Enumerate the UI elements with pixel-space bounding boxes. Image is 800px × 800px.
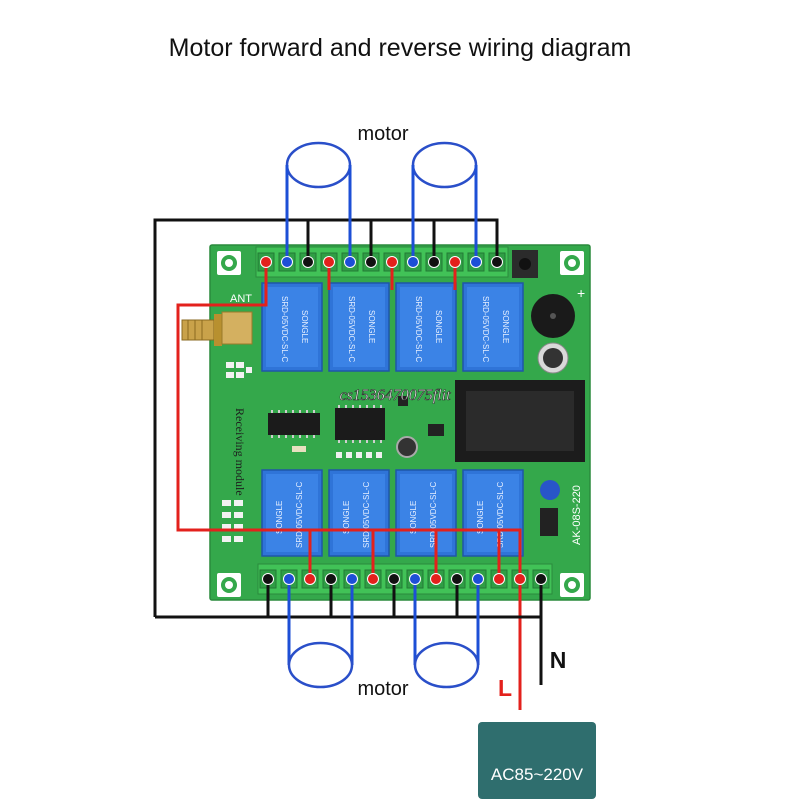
mounting-hole-top-left: [217, 251, 241, 275]
antenna-connector: [181, 311, 253, 346]
terminal-bottom-12-red: [493, 573, 505, 585]
power-supply-label: AC85~220V: [491, 765, 584, 784]
mounting-hole-bottom-right: [560, 573, 584, 597]
svg-text:SRD-05VDC-SL-C: SRD-05VDC-SL-C: [429, 482, 438, 548]
motor-top-2: [411, 141, 478, 189]
motor-label-top: motor: [357, 123, 408, 145]
terminal-dots: [260, 256, 547, 585]
ic-chip-2: [335, 405, 385, 443]
relay-top-1: SRD-05VDC-SL-C SONGLE: [261, 282, 323, 372]
transformer: [455, 380, 585, 462]
terminal-top-4-red: [323, 256, 335, 268]
svg-text:SRD-05VDC-SL-C: SRD-05VDC-SL-C: [496, 482, 505, 548]
terminal-top-5-blue: [344, 256, 356, 268]
live-label: L: [498, 675, 512, 701]
svg-text:SONGLE: SONGLE: [275, 501, 284, 534]
svg-text:SRD-05VDC-SL-C: SRD-05VDC-SL-C: [295, 482, 304, 548]
relay-top-4: SRD-05VDC-SL-C SONGLE: [462, 282, 524, 372]
svg-text:SONGLE: SONGLE: [342, 501, 351, 534]
mounting-hole-bottom-left: [217, 573, 241, 597]
relay-bottom-4: SRD-05VDC-SL-C SONGLE: [462, 469, 524, 557]
receiving-module-label: Receiving module: [233, 408, 247, 496]
pads-left: [222, 500, 243, 542]
terminal-bottom-1-black: [262, 573, 274, 585]
terminal-bottom-4-black: [325, 573, 337, 585]
model-label: AK-08S-220: [571, 485, 583, 545]
motor-bottom-1: [287, 641, 354, 689]
watermark: cs1536470075flit: [339, 387, 451, 404]
terminal-bottom-2-blue: [283, 573, 295, 585]
terminal-bottom-3-red: [304, 573, 316, 585]
neutral-label: N: [550, 647, 567, 673]
blue-wires: [285, 165, 480, 665]
small-capacitor: [396, 436, 418, 458]
svg-text:SONGLE: SONGLE: [434, 310, 443, 343]
terminal-bottom-11-blue: [472, 573, 484, 585]
pin-header-left: [226, 362, 252, 378]
page-title: Motor forward and reverse wiring diagram: [169, 34, 632, 62]
terminal-bottom-5-blue: [346, 573, 358, 585]
ic-chip-1: [268, 410, 320, 438]
plus-label: +: [577, 285, 585, 301]
relay-bottom-3: SRD-05VDC-SL-C SONGLE: [395, 469, 457, 557]
motor-top-1: [285, 141, 352, 189]
terminal-bottom-8-blue: [409, 573, 421, 585]
terminal-top-2-blue: [281, 256, 293, 268]
terminal-bottom-7-black: [388, 573, 400, 585]
terminal-top-12-black: [491, 256, 503, 268]
motor-bottom-2: [413, 641, 480, 689]
buzzer: [531, 294, 575, 338]
tactile-button: [512, 250, 538, 278]
terminal-bottom-14-black: [535, 573, 547, 585]
svg-text:SONGLE: SONGLE: [501, 310, 510, 343]
svg-text:SONGLE: SONGLE: [367, 310, 376, 343]
terminal-top-1-red: [260, 256, 272, 268]
terminal-top-7-red: [386, 256, 398, 268]
small-components: [292, 396, 444, 458]
terminal-bottom-13-red: [514, 573, 526, 585]
blue-capacitor: [540, 480, 560, 536]
terminal-top-9-black: [428, 256, 440, 268]
svg-text:SRD-05VDC-SL-C: SRD-05VDC-SL-C: [481, 296, 490, 362]
antenna-label: ANT: [230, 293, 252, 305]
relay-top-3: SRD-05VDC-SL-C SONGLE: [395, 282, 457, 372]
svg-text:SRD-05VDC-SL-C: SRD-05VDC-SL-C: [280, 296, 289, 362]
svg-text:SRD-05VDC-SL-C: SRD-05VDC-SL-C: [362, 482, 371, 548]
svg-text:SONGLE: SONGLE: [476, 501, 485, 534]
svg-text:SONGLE: SONGLE: [300, 310, 309, 343]
terminal-top-10-red: [449, 256, 461, 268]
terminal-top-8-blue: [407, 256, 419, 268]
relay-bottom-2: SRD-05VDC-SL-C SONGLE: [328, 469, 390, 557]
terminal-bottom-9-red: [430, 573, 442, 585]
terminal-top-6-black: [365, 256, 377, 268]
svg-text:SRD-05VDC-SL-C: SRD-05VDC-SL-C: [414, 296, 423, 362]
relay-bottom-1: SRD-05VDC-SL-C SONGLE: [261, 469, 323, 557]
mounting-hole-top-right: [560, 251, 584, 275]
terminal-block-top: [255, 246, 509, 278]
svg-text:SRD-05VDC-SL-C: SRD-05VDC-SL-C: [347, 296, 356, 362]
motor-label-bottom: motor: [357, 678, 408, 700]
relay-top-2: SRD-05VDC-SL-C SONGLE: [328, 282, 390, 372]
terminal-bottom-6-red: [367, 573, 379, 585]
terminal-top-11-blue: [470, 256, 482, 268]
black-loop-top: [153, 218, 499, 617]
svg-text:SONGLE: SONGLE: [409, 501, 418, 534]
terminal-bottom-10-black: [451, 573, 463, 585]
red-common-wire: [176, 262, 522, 710]
electrolytic-capacitor: [537, 342, 569, 374]
power-supply-box: [478, 722, 596, 799]
terminal-top-3-black: [302, 256, 314, 268]
